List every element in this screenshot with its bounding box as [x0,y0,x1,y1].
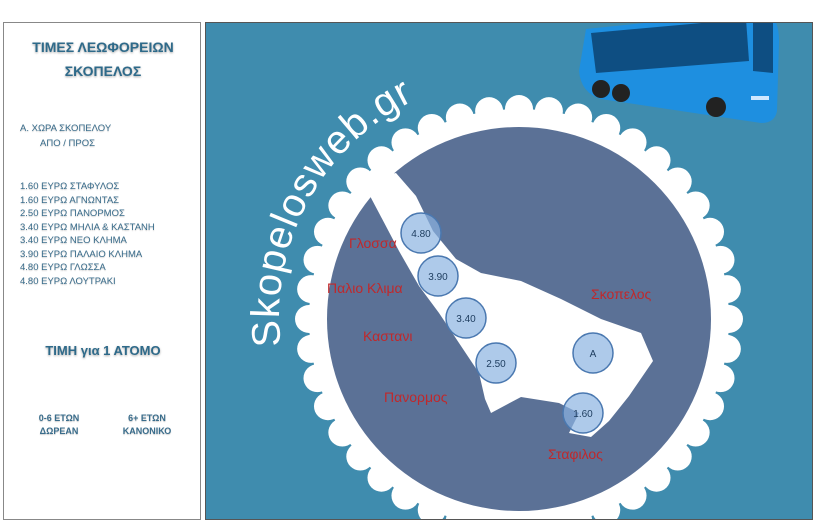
price-item: 3.40 ΕΥΡΩ ΝΕΟ ΚΛΗΜΑ [20,235,127,246]
badge-scallop [346,442,375,471]
badge-scallop [715,305,743,333]
badge-scallop [696,392,725,421]
stop-price: 4.80 [411,229,431,240]
title-line-2: ΣΚΟΠΕΛΟΣ [64,63,142,79]
stop-price: Α [590,349,597,360]
child-price: ΔΩΡΕΑΝ [39,426,79,436]
badge-scallop [564,506,593,519]
price-panel: ΤΙΜΕΣ ΛΕΩΦΟΡΕΙΩΝ ΣΚΟΠΕΛΟΣ Α. ΧΩΡΑ ΣΚΟΠΕΛ… [3,22,201,520]
badge-scallop [663,167,692,196]
section-subheading: ΑΠΟ / ΠΡΟΣ [40,138,95,149]
price-item: 1.60 ΕΥΡΩ ΑΓΝΩΝΤΑΣ [20,194,120,206]
price-item: 3.90 ΕΥΡΩ ΠΑΛΑΙΟ ΚΛΗΜΑ [20,248,143,260]
price-item: 4.80 ΕΥΡΩ ΓΛΩΣΣΑ [20,262,106,273]
badge-scallop [313,217,342,246]
stop-label: Πανορμος [384,389,448,405]
price-item: 3.40 ΕΥΡΩ ΜΗΛΙΑ & ΚΑΣΤΑΝΗ [20,221,155,233]
badge-scallop [391,481,420,510]
price-item: 4.80 ΕΥΡΩ ΛΟΥΤΡΑΚΙ [20,275,116,287]
badge-scallop [367,146,396,175]
badge-scallop [445,506,474,519]
badge-scallop [303,364,332,393]
child-fare: 0-6 ΕΤΩΝ ΔΩΡΕΑΝ [24,413,94,436]
badge-scallop [367,463,396,492]
badge-scallop [328,418,357,447]
badge-scallop [706,364,735,393]
stop-label: Παλιο Κλιμα [327,280,403,296]
badge-scallop [681,418,710,447]
stop-label: Καστανι [363,328,412,344]
stop-marker[interactable] [400,212,442,254]
adult-age: 6+ ΕΤΩΝ [128,413,166,423]
badge-scallop [417,113,446,142]
badge-scallop [537,512,561,519]
bus-icon [579,23,779,123]
price-list: 1.60 ΕΥΡΩ ΣΤΑΦΥΛΟΣ 1.60 ΕΥΡΩ ΑΓΝΩΝΤΑΣ 2.… [20,180,155,288]
badge-scallop [391,128,420,157]
title-line-1: ΤΙΜΕΣ ΛΕΩΦΟΡΕΙΩΝ [32,39,174,55]
badge-scallop [618,128,647,157]
badge-scallop [475,97,504,126]
badge-scallop [618,481,647,510]
stop-price: 3.90 [428,272,448,283]
stop-price: 3.40 [456,314,476,325]
badge-scallop [564,103,593,132]
badge-scallop [592,496,621,519]
badge-scallop [477,512,501,519]
adult-fare: 6+ ΕΤΩΝ ΚΑΝΟΝΙΚΟ [112,413,182,436]
badge-scallop [297,334,326,363]
badge-scallop [642,146,671,175]
badge-scallop [505,95,533,123]
badge-scallop [642,463,671,492]
badge-scallop [297,275,326,304]
badge-scallop [417,496,446,519]
stop-price: 1.60 [573,409,593,420]
section-heading: Α. ΧΩΡΑ ΣΚΟΠΕΛΟΥ [20,123,112,134]
adult-price: ΚΑΝΟΝΙΚΟ [122,426,172,436]
badge-scallop [534,97,563,126]
stop-marker[interactable] [562,392,604,434]
stop-label: Σταφιλος [548,446,603,462]
price-item: 1.60 ΕΥΡΩ ΣΤΑΦΥΛΟΣ [20,181,120,192]
stop-price: 2.50 [486,359,506,370]
stop-marker[interactable] [572,332,614,374]
stop-marker[interactable] [475,342,517,384]
stop-marker[interactable] [417,255,459,297]
badge-scallop [295,305,323,333]
stop-marker[interactable] [445,297,487,339]
badge-scallop [706,245,735,274]
badge-scallop [663,442,692,471]
badge-scallop [681,191,710,220]
badge-scallop [592,113,621,142]
stop-label: Σκοπελος [591,286,652,302]
badge-scallop [712,334,741,363]
badge-scallop [509,515,529,519]
price-item: 2.50 ΕΥΡΩ ΠΑΝΟΡΜΟΣ [20,208,125,219]
badge-scallop [313,392,342,421]
badge-scallop [696,217,725,246]
stop-label: Γλοσσα [349,235,397,251]
per-person-heading: ΤΙΜΗ για 1 ΑΤΟΜΟ [45,343,161,358]
badge-scallop [712,275,741,304]
badge-scallop [328,191,357,220]
badge-scallop [303,245,332,274]
child-age: 0-6 ΕΤΩΝ [38,413,80,423]
badge-scallop [445,103,474,132]
